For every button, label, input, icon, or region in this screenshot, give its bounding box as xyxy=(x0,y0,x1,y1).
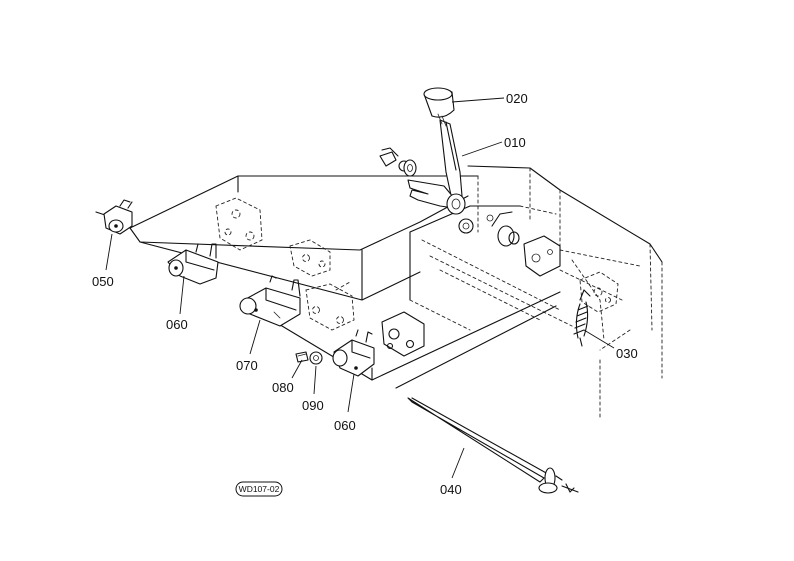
label-020: 020 xyxy=(506,91,528,106)
housing-internals xyxy=(458,211,619,313)
housing-frame xyxy=(129,165,663,421)
rail-bracket-right xyxy=(381,311,425,357)
end-fitting-050 xyxy=(95,199,133,235)
label-010: 010 xyxy=(504,135,526,150)
part-labels: 020 010 050 060 070 080 090 060 030 040 xyxy=(92,91,638,497)
reference-code: WD107-02 xyxy=(239,484,280,494)
leader-lines xyxy=(105,97,615,479)
washer-090 xyxy=(309,351,323,365)
label-030: 030 xyxy=(616,346,638,361)
lever-clip xyxy=(379,147,417,177)
pin-080 xyxy=(295,351,309,363)
lever-knob xyxy=(423,87,455,127)
label-060-upper: 060 xyxy=(166,317,188,332)
label-060-lower: 060 xyxy=(334,418,356,433)
hidden-brackets xyxy=(215,197,355,331)
label-050: 050 xyxy=(92,274,114,289)
label-040: 040 xyxy=(440,482,462,497)
label-090: 090 xyxy=(302,398,324,413)
shift-lever xyxy=(407,119,466,215)
yoke-060-lower xyxy=(332,329,375,377)
label-070: 070 xyxy=(236,358,258,373)
shaft-040 xyxy=(395,305,579,494)
yoke-070 xyxy=(239,275,301,327)
yoke-060-upper xyxy=(167,243,219,285)
reference-badge: WD107-02 xyxy=(235,481,283,497)
label-080: 080 xyxy=(272,380,294,395)
spring-030 xyxy=(573,289,591,347)
